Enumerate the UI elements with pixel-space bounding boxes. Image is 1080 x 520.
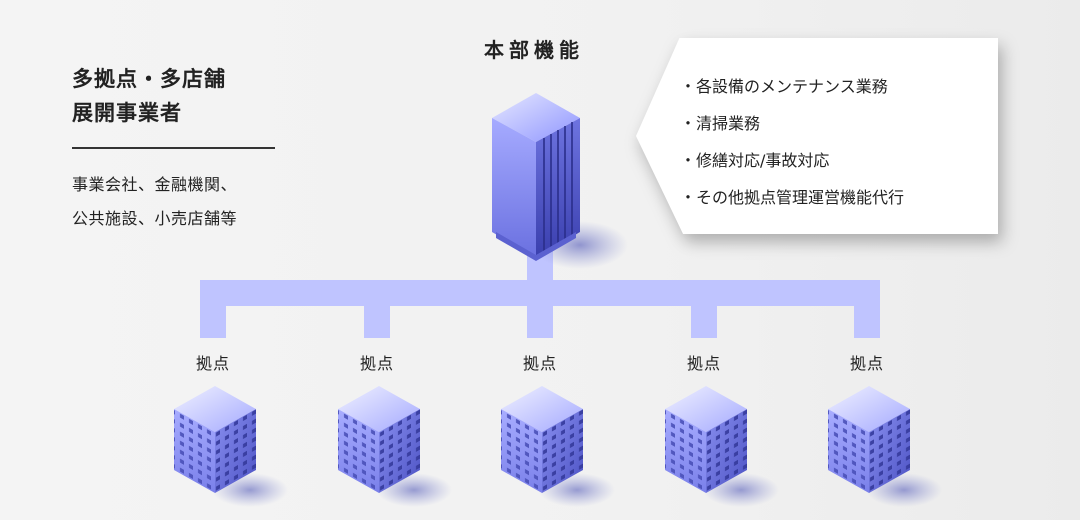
client-title-line-1: 多拠点・多店舗 bbox=[72, 67, 226, 91]
hq-services-list: 各設備のメンテナンス業務 清掃業務 修繕対応/事故対応 その他拠点管理運営機能代… bbox=[686, 68, 904, 216]
divider bbox=[72, 147, 275, 149]
building-icon bbox=[487, 382, 617, 512]
connector-stub-4 bbox=[691, 300, 717, 338]
office-tower-icon bbox=[492, 93, 628, 269]
service-item: その他拠点管理運営機能代行 bbox=[686, 179, 904, 216]
building-icon bbox=[324, 382, 454, 512]
connector-stub-1 bbox=[200, 300, 226, 338]
building-icon bbox=[814, 382, 944, 512]
client-description-line-1: 事業会社、金融機関、 bbox=[72, 175, 238, 194]
branch-label-4: 拠点 bbox=[686, 354, 721, 373]
branch-label-1: 拠点 bbox=[195, 354, 230, 373]
building-icon bbox=[651, 382, 781, 512]
connector-stub-2 bbox=[364, 300, 390, 338]
service-item: 清掃業務 bbox=[686, 105, 904, 142]
client-title: 多拠点・多店舗 展開事業者 bbox=[72, 62, 226, 130]
service-item: 各設備のメンテナンス業務 bbox=[686, 68, 904, 105]
building-icon bbox=[160, 382, 290, 512]
service-item: 修繕対応/事故対応 bbox=[686, 142, 904, 179]
branch-label-2: 拠点 bbox=[359, 354, 394, 373]
client-title-line-2: 展開事業者 bbox=[72, 101, 182, 125]
hq-services-callout: 各設備のメンテナンス業務 清掃業務 修繕対応/事故対応 その他拠点管理運営機能代… bbox=[636, 38, 998, 234]
client-description: 事業会社、金融機関、 公共施設、小売店舗等 bbox=[72, 168, 237, 236]
connector-stub-3 bbox=[527, 300, 553, 338]
branch-label-5: 拠点 bbox=[849, 354, 884, 373]
hq-title: 本部機能 bbox=[484, 38, 584, 62]
connector-stub-5 bbox=[854, 300, 880, 338]
client-description-line-2: 公共施設、小売店舗等 bbox=[72, 209, 238, 228]
branch-label-3: 拠点 bbox=[522, 354, 557, 373]
